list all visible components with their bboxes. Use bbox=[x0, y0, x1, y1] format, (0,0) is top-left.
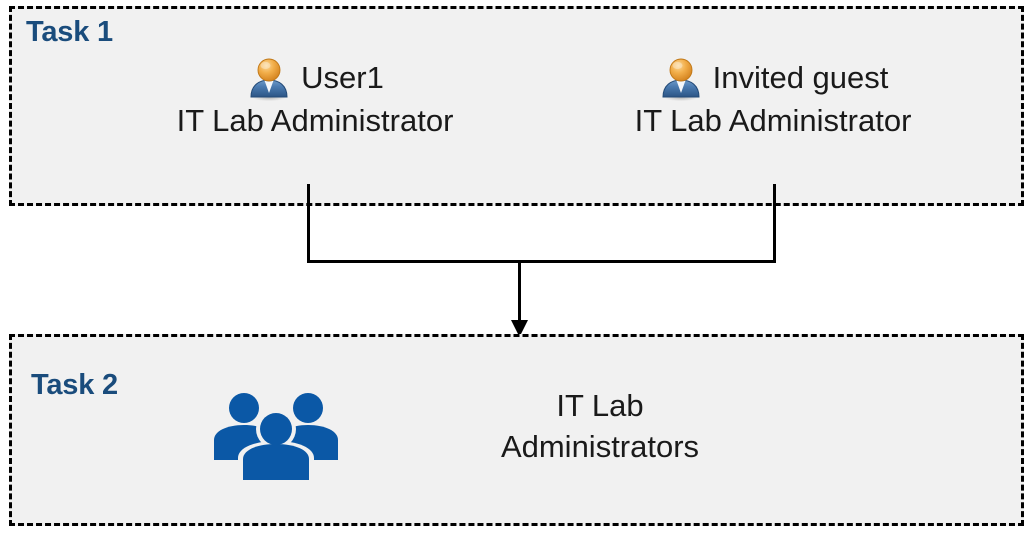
group-name: IT Lab Administrators bbox=[380, 386, 820, 468]
user-icon bbox=[658, 56, 704, 102]
group-name-line-1: IT Lab bbox=[556, 388, 644, 423]
member-user1-name: User1 bbox=[301, 59, 384, 95]
member-user1: User1 IT Lab Administrator bbox=[120, 55, 510, 141]
user-icon bbox=[246, 56, 292, 102]
task-1-label: Task 1 bbox=[26, 16, 113, 48]
member-user1-headline: User1 bbox=[120, 55, 510, 102]
member-invited-guest-headline: Invited guest bbox=[578, 55, 968, 102]
member-invited-guest-name: Invited guest bbox=[712, 59, 889, 95]
task-2-container bbox=[9, 334, 1024, 526]
group-of-people-icon bbox=[212, 388, 340, 480]
member-invited-guest: Invited guest IT Lab Administrator bbox=[578, 55, 968, 141]
member-user1-role: IT Lab Administrator bbox=[176, 103, 454, 138]
group-name-line-2: Administrators bbox=[500, 428, 700, 464]
task-2-label: Task 2 bbox=[31, 369, 118, 401]
member-invited-guest-role: IT Lab Administrator bbox=[634, 103, 912, 138]
task-1-container bbox=[9, 6, 1024, 206]
